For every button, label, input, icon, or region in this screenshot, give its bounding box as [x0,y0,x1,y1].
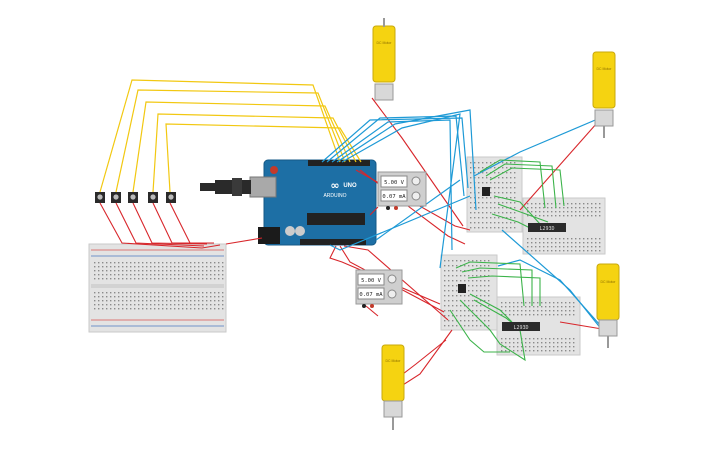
motor-2-label: DC Motor [597,67,613,71]
sensor-group [95,192,176,203]
arduino-uno-board[interactable]: ∞ ARDUINO UNO [249,159,377,246]
meter-top-knob[interactable] [411,176,421,186]
power-jack [258,227,280,244]
regulator-top [482,187,490,196]
motor-3-label: DC Motor [601,280,617,284]
usb-cable [200,178,251,196]
meter-bottom-current: 0.07 mA [359,292,383,298]
usb-port [249,176,277,198]
meter-bottom-knob[interactable] [387,274,397,284]
l293d-chip-top[interactable]: L293D [528,223,566,232]
meter-top-knob-2[interactable] [411,191,421,201]
motor-4-label: DC Motor [386,359,402,363]
breadboard-bottom-small[interactable] [440,254,498,331]
sensor-1[interactable] [95,192,105,203]
chip-top-label: L293D [539,226,554,232]
dc-motor-top-right[interactable]: DC Motor [592,51,616,138]
board-model: UNO [343,183,357,189]
chip-bottom-label: L293D [513,325,528,331]
l293d-chip-bottom[interactable]: L293D [502,322,540,331]
dc-motor-top-center[interactable]: DC Motor [372,18,396,101]
atmega-chip [307,213,365,225]
meter-bottom-voltage: 5.00 V [361,278,382,284]
regulator-bottom [458,284,466,293]
dc-motor-bottom-center[interactable]: DC Motor [381,344,405,430]
left-breadboard[interactable] [88,243,227,333]
yellow-wires [99,79,362,193]
multimeter-top[interactable]: 5.00 V 0.07 mA [377,171,427,210]
breadboard-top-small[interactable] [466,156,523,233]
arduino-logo-symbol: ∞ [330,179,339,192]
dc-motor-bottom-right[interactable]: DC Motor [596,263,620,348]
sensor-5[interactable] [166,192,176,203]
reset-button[interactable] [270,166,278,174]
meter-top-voltage: 5.00 V [384,180,405,186]
sensor-3[interactable] [128,192,138,203]
multimeter-bottom[interactable]: 5.00 V 0.07 mA [355,269,403,308]
sensor-4[interactable] [148,192,158,203]
board-brand: ARDUINO [323,193,346,199]
blue-wires [321,109,603,331]
meter-bottom-knob-2[interactable] [387,289,397,299]
sensor-2[interactable] [111,192,121,203]
motor-1-label: DC Motor [377,41,393,45]
meter-top-current: 0.07 mA [382,194,406,200]
